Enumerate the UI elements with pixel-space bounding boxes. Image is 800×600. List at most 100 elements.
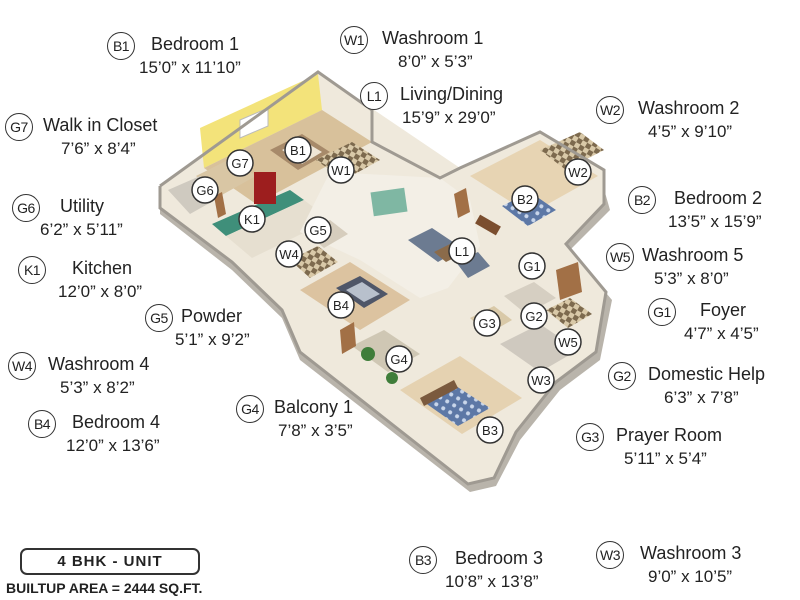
legend-item-washroom-5: W5 Washroom 5 5’3” x 8’0”: [606, 243, 800, 299]
svg-text:G6: G6: [196, 183, 213, 198]
svg-text:W4: W4: [279, 247, 299, 262]
room-code-badge: B2: [628, 186, 656, 214]
room-code-badge: G5: [145, 304, 173, 332]
svg-text:G2: G2: [525, 309, 542, 324]
legend-item-washroom-1: W1 Washroom 1 8’0” x 5’3”: [340, 26, 600, 82]
door: [214, 192, 226, 218]
svg-text:B4: B4: [333, 298, 349, 313]
room-name: Washroom 3: [640, 543, 742, 563]
room-dimensions: 12’0” x 13’6”: [66, 436, 160, 455]
bedroom1-window: [239, 107, 269, 139]
room-dimensions: 6’3” x 7’8”: [664, 388, 739, 407]
room-code-badge: L1: [360, 82, 388, 110]
door: [454, 188, 470, 218]
main-door: [556, 262, 582, 300]
room-dimensions: 5’11” x 5’4”: [624, 449, 707, 468]
room-code-badge: W5: [606, 243, 634, 271]
washroom3-floor: [500, 324, 578, 372]
room-dimensions: 5’3” x 8’0”: [654, 269, 729, 288]
room-dimensions: 5’1” x 9’2”: [175, 330, 250, 349]
dining-table: [370, 187, 408, 217]
room-dimensions: 15’0” x 11’10”: [139, 58, 241, 77]
bedroom4-bed-sheet: [346, 282, 380, 302]
room-code-badge: K1: [18, 256, 46, 284]
room-dimensions: 6’2” x 5’11”: [40, 220, 123, 239]
room-dimensions: 12’0” x 8’0”: [58, 282, 143, 301]
room-dimensions: 10’8” x 13’8”: [445, 572, 539, 591]
legend-item-balcony-1: G4 Balcony 1 7’8” x 3’5”: [236, 395, 496, 451]
svg-text:G1: G1: [523, 259, 540, 274]
fridge: [254, 172, 276, 204]
room-name: Kitchen: [72, 258, 133, 278]
room-code-badge: W4: [8, 352, 36, 380]
room-dimensions: 7’8” x 3’5”: [278, 421, 353, 440]
plant: [361, 347, 375, 361]
svg-text:G5: G5: [309, 223, 326, 238]
legend-item-kitchen: K1 Kitchen 12’0” x 8’0”: [18, 256, 278, 312]
room-dimensions: 5’3” x 8’2”: [60, 378, 135, 397]
room-code-badge: B4: [28, 410, 56, 438]
room-code-badge: W1: [340, 26, 368, 54]
plant: [386, 372, 398, 384]
legend-item-washroom-3: W3 Washroom 3 9’0” x 10’5”: [596, 541, 800, 597]
room-dimensions: 9’0” x 10’5”: [648, 567, 733, 586]
tv-unit: [475, 214, 501, 236]
svg-text:L1: L1: [455, 244, 469, 259]
room-code-badge: G6: [12, 194, 40, 222]
svg-text:B2: B2: [517, 192, 533, 207]
svg-text:W1: W1: [331, 163, 351, 178]
unit-type-label: 4 BHK - UNIT: [20, 548, 200, 575]
room-code-badge: G4: [236, 395, 264, 423]
room-code-badge: G3: [576, 423, 604, 451]
legend-item-walk-in-closet: G7 Walk in Closet 7’6” x 8’4”: [5, 113, 265, 169]
legend-item-bedroom-3: B3 Bedroom 3 10’8” x 13’8”: [409, 546, 669, 600]
svg-text:G4: G4: [390, 352, 407, 367]
room-dimensions: 4’5” x 9’10”: [648, 122, 733, 141]
kitchen-floor: [226, 200, 330, 258]
room-name: Bedroom 1: [151, 34, 240, 54]
legend-item-domestic-help: G2 Domestic Help 6’3” x 7’8”: [608, 362, 800, 418]
washroom5-floor: [546, 298, 592, 328]
domestic-help-floor: [504, 282, 556, 314]
legend-item-bedroom-4: B4 Bedroom 4 12’0” x 13’6”: [28, 410, 288, 466]
room-dimensions: 4’7” x 4’5”: [684, 324, 759, 343]
svg-text:G7: G7: [231, 156, 248, 171]
legend-item-bedroom-2: B2 Bedroom 2 13’5” x 15’9”: [628, 186, 800, 242]
builtup-area-label: BUILTUP AREA = 2444 SQ.FT.: [6, 580, 203, 596]
room-name: Prayer Room: [616, 425, 723, 445]
room-code-badge: G7: [5, 113, 33, 141]
legend-item-bedroom-1: B1 Bedroom 1 15’0” x 11’10”: [107, 32, 367, 88]
legend-item-washroom-2: W2 Washroom 2 4’5” x 9’10”: [596, 96, 800, 152]
room-dimensions: 15’9” x 29’0”: [402, 108, 496, 127]
room-name: Washroom 2: [638, 98, 740, 118]
room-name: Foyer: [700, 300, 747, 320]
room-name: Walk in Closet: [43, 115, 158, 135]
room-name: Living/Dining: [400, 84, 504, 104]
room-name: Balcony 1: [274, 397, 354, 417]
svg-text:W2: W2: [568, 165, 588, 180]
legend-item-powder: G5 Powder 5’1” x 9’2”: [145, 304, 405, 360]
room-name: Bedroom 4: [72, 412, 161, 432]
room-name: Bedroom 3: [455, 548, 544, 568]
room-code-badge: G2: [608, 362, 636, 390]
legend-item-living-dining: L1 Living/Dining 15’9” x 29’0”: [360, 82, 620, 138]
room-code-badge: W2: [596, 96, 624, 124]
svg-text:B1: B1: [290, 143, 306, 158]
svg-text:B3: B3: [482, 423, 498, 438]
room-code-badge: B1: [107, 32, 135, 60]
bedroom3-headboard: [420, 380, 458, 406]
room-markers: B1 W1 G7 G6 K1 G5 W4 L1 B2 W2 G1 G2 G3 W…: [191, 136, 592, 444]
room-dimensions: 8’0” x 5’3”: [398, 52, 473, 71]
room-name: Utility: [60, 196, 104, 216]
svg-text:K1: K1: [244, 212, 260, 227]
legend-item-prayer-room: G3 Prayer Room 5’11” x 5’4”: [576, 423, 800, 479]
legend-item-utility: G6 Utility 6’2” x 5’11”: [12, 194, 272, 250]
legend-item-foyer: G1 Foyer 4’7” x 4’5”: [648, 298, 800, 354]
room-code-badge: B3: [409, 546, 437, 574]
room-code-badge: W3: [596, 541, 624, 569]
room-name: Bedroom 2: [674, 188, 763, 208]
room-name: Washroom 5: [642, 245, 744, 265]
room-code-badge: G1: [648, 298, 676, 326]
svg-text:W3: W3: [531, 373, 551, 388]
